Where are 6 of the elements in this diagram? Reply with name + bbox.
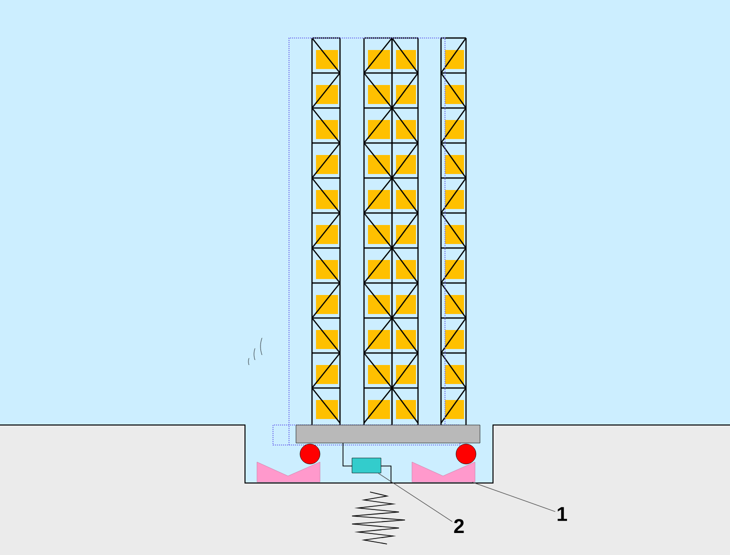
leader-line: [472, 482, 556, 512]
leader-line: [378, 472, 453, 522]
bearing-block: [412, 462, 476, 482]
callout-number: 1: [558, 507, 568, 521]
callout-number: 2: [454, 519, 464, 533]
damper-box: [352, 458, 382, 474]
